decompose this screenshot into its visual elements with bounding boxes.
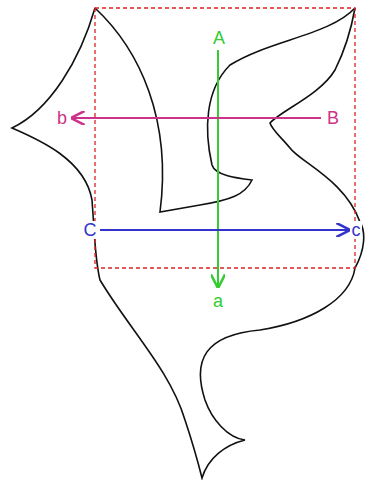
vertical-arrow <box>217 50 219 287</box>
tile-outline <box>12 8 364 478</box>
axis-letter: B <box>326 109 340 127</box>
dashed-square <box>95 8 355 268</box>
axis-letter: C <box>83 221 98 239</box>
axis-letter: b <box>56 109 68 127</box>
tile-inner-outline <box>95 8 355 212</box>
axis-letter: a <box>212 292 224 310</box>
leftward-arrow <box>72 117 321 119</box>
rightward-arrow <box>100 229 349 231</box>
axis-letter: A <box>212 29 226 47</box>
axis-letter: c <box>351 221 362 239</box>
